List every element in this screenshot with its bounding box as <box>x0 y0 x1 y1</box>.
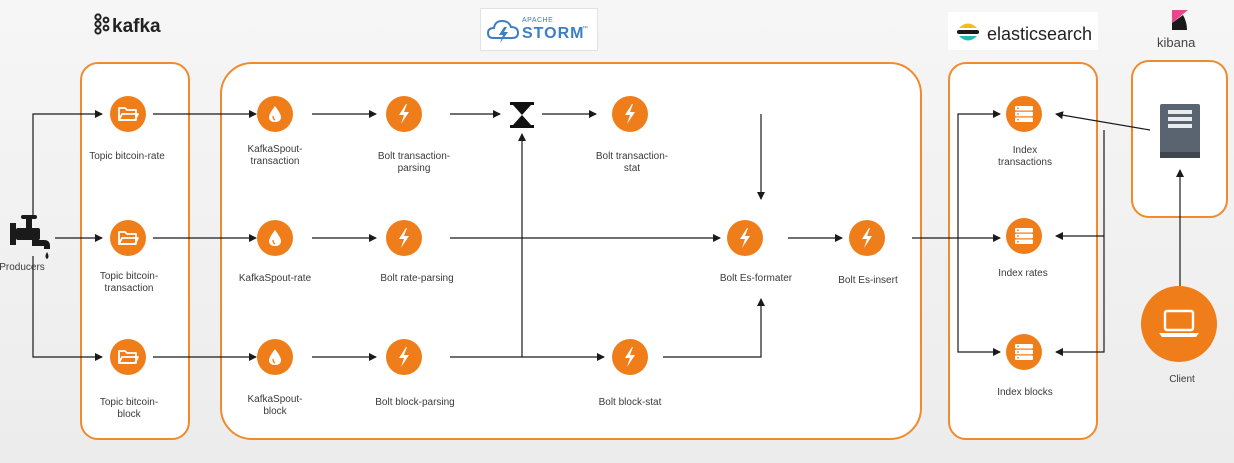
kafka-logo <box>92 13 110 40</box>
drop-icon <box>269 230 281 246</box>
index-blocks-label: Index blocks <box>997 387 1053 398</box>
faucet-icon <box>10 215 50 259</box>
arrow-es-insert-to-index-blocks <box>957 238 1001 356</box>
kafka-logo-text: kafka <box>112 16 161 37</box>
topic-bitcoin-rate-node <box>110 96 146 132</box>
index-transactions-node <box>1006 96 1042 132</box>
elasticsearch-logo-text: elasticsearch <box>987 24 1093 44</box>
folder-icon <box>118 231 139 245</box>
arrow-block-stat-to-es-formater <box>663 298 765 358</box>
storm-logo-text: STORM <box>522 25 585 42</box>
index-rates-node <box>1006 218 1042 254</box>
bolt-rate-parsing-label: Bolt rate-parsing <box>380 273 454 284</box>
elasticsearch-logo-icon <box>957 23 979 41</box>
bolt-es-insert-node <box>849 220 885 256</box>
bolt-transaction-stat-node <box>612 96 648 132</box>
bolt-icon <box>862 228 872 248</box>
storm-cloud-icon <box>487 19 519 43</box>
storm-logo-tm: ™ <box>582 26 588 32</box>
bolt-icon <box>740 228 750 248</box>
producers-label: Producers <box>0 262 45 273</box>
producers-node <box>10 213 56 266</box>
folder-icon <box>118 350 139 364</box>
arrow-producers-topic-rate <box>32 110 103 218</box>
topic-bitcoin-transaction-label: Topic bitcoin- transaction <box>99 271 159 294</box>
index-blocks-node <box>1006 334 1042 370</box>
index-transactions-label: Index transactions <box>998 145 1052 168</box>
arrow-es-insert-to-index-transactions <box>957 110 1001 238</box>
arrow-kibana-to-index-transactions <box>1055 111 1151 131</box>
kibana-logo-text: kibana <box>1157 35 1196 50</box>
bolt-transaction-stat-label: Bolt transaction- stat <box>595 151 669 174</box>
topic-bitcoin-transaction-node <box>110 220 146 256</box>
bolt-es-formater-node <box>727 220 763 256</box>
index-rates-label: Index rates <box>998 268 1048 279</box>
topic-bitcoin-block-label: Topic bitcoin- block <box>99 397 159 420</box>
server-icon <box>1015 228 1033 244</box>
kibana-logo <box>1172 10 1188 35</box>
client-node <box>1141 286 1217 362</box>
storm-logo-small: APACHE <box>522 17 554 24</box>
bolt-transaction-parsing-label: Bolt transaction- parsing <box>377 151 451 174</box>
kafkaspout-block-node <box>257 339 293 375</box>
bolt-icon <box>399 104 409 124</box>
topic-bitcoin-block-node <box>110 339 146 375</box>
bolt-transaction-parsing-node <box>386 96 422 132</box>
bolt-icon <box>625 104 635 124</box>
bolt-icon <box>625 347 635 367</box>
client-label: Client <box>1169 374 1195 385</box>
window-node <box>508 102 536 133</box>
server-icon <box>1015 106 1033 122</box>
drop-icon <box>269 106 281 122</box>
elasticsearch-logo <box>948 12 1098 50</box>
kibana-logo-icon <box>1172 10 1188 30</box>
hourglass-icon <box>510 102 534 128</box>
bolt-icon <box>399 347 409 367</box>
arrow-kibana-to-index-blocks <box>1055 130 1105 356</box>
arrow-producers-topic-block <box>32 256 103 361</box>
bolt-es-insert-label: Bolt Es-insert <box>838 275 898 286</box>
kibana-server-node <box>1160 104 1200 163</box>
bolt-block-stat-label: Bolt block-stat <box>598 397 662 408</box>
server-icon <box>1015 344 1033 360</box>
topic-bitcoin-rate-label: Topic bitcoin-rate <box>89 151 165 162</box>
kafkaspout-transaction-label: KafkaSpout- transaction <box>247 144 303 167</box>
kafkaspout-transaction-node <box>257 96 293 132</box>
storm-panel <box>220 62 922 440</box>
kafkaspout-rate-node <box>257 220 293 256</box>
server-tower-icon <box>1160 104 1200 158</box>
storm-logo: APACHE STORM ™ <box>480 8 598 51</box>
bolt-rate-parsing-node <box>386 220 422 256</box>
kafkaspout-block-label: KafkaSpout- block <box>247 394 303 417</box>
bolt-es-formater-label: Bolt Es-formater <box>719 273 793 284</box>
bolt-block-parsing-node <box>386 339 422 375</box>
laptop-icon <box>1159 309 1199 337</box>
drop-icon <box>269 349 281 365</box>
bolt-block-parsing-label: Bolt block-parsing <box>375 397 455 408</box>
kafkaspout-rate-label: KafkaSpout-rate <box>238 273 312 284</box>
folder-icon <box>118 107 139 121</box>
bolt-icon <box>399 228 409 248</box>
bolt-block-stat-node <box>612 339 648 375</box>
kafka-logo-icon <box>94 13 110 35</box>
